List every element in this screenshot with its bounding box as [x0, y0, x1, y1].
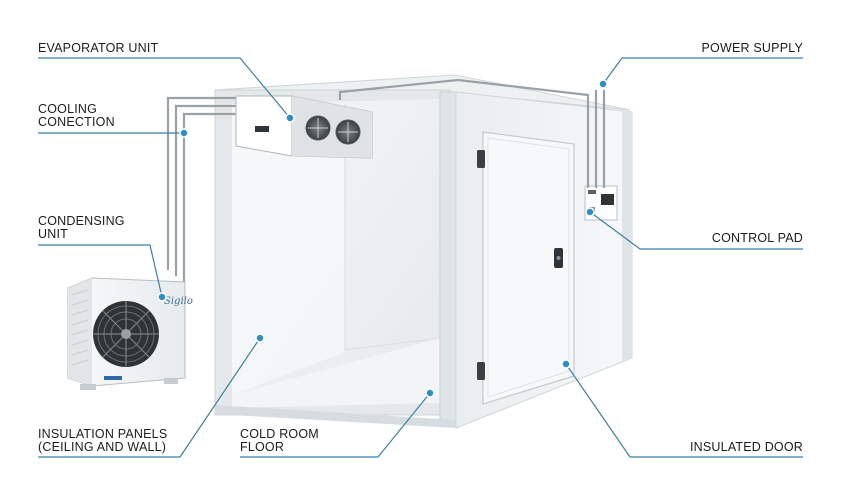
leader-cold-room-floor	[240, 392, 431, 458]
leader-control-pad	[589, 211, 803, 250]
label-cold-room-floor: COLD ROOM FLOOR	[240, 428, 319, 454]
leader-lines	[38, 57, 803, 458]
door-hinge-bottom	[477, 362, 485, 380]
label-power-supply: POWER SUPPLY	[702, 42, 804, 55]
leader-insulation-panels	[38, 337, 261, 458]
label-insulated-door: INSULATED DOOR	[690, 441, 803, 454]
leader-insulated-door	[565, 363, 803, 458]
pipes	[166, 78, 606, 284]
cooling-connection-line-1: COOLING	[38, 102, 98, 116]
leader-power-supply	[602, 57, 803, 85]
control-pad[interactable]	[584, 185, 618, 221]
evaporator-unit-text: EVAPORATOR UNIT	[38, 41, 159, 55]
room-threshold	[215, 405, 456, 428]
cooling-connection-line-2: CONECTION	[38, 115, 115, 129]
evaporator-unit	[235, 95, 373, 159]
insulated-door-text: INSULATED DOOR	[690, 440, 803, 454]
insulation-panels-line-2: (CEILING AND WALL)	[38, 440, 167, 454]
control-pad-text: CONTROL PAD	[711, 231, 803, 245]
leader-condensing-unit	[38, 244, 163, 298]
condensing-unit-line-1: CONDENSING	[38, 214, 125, 228]
leader-evaporator-unit	[38, 57, 291, 119]
room-interior-side	[232, 104, 345, 395]
label-cooling-connection: COOLING CONECTION	[38, 103, 115, 129]
label-control-pad: CONTROL PAD	[712, 232, 803, 245]
room-corner-post	[439, 91, 457, 423]
condensing-unit-line-2: UNIT	[38, 227, 68, 241]
condenser-brand: Sigilo	[164, 296, 193, 307]
cold-room-floor-line-1: COLD ROOM	[240, 427, 319, 441]
callout-dots	[157, 79, 608, 398]
door-hinge-top	[477, 150, 485, 168]
label-insulation-panels: INSULATION PANELS (CEILING AND WALL)	[38, 428, 167, 454]
power-supply-text: POWER SUPPLY	[701, 41, 803, 55]
condensing-unit: Sigilo	[67, 277, 193, 390]
cold-room-floor	[232, 338, 440, 408]
label-condensing-unit: CONDENSING UNIT	[38, 215, 125, 241]
cold-room-floor-line-2: FLOOR	[240, 440, 285, 454]
label-evaporator-unit: EVAPORATOR UNIT	[38, 42, 158, 55]
insulation-panels-line-1: INSULATION PANELS	[38, 427, 168, 441]
